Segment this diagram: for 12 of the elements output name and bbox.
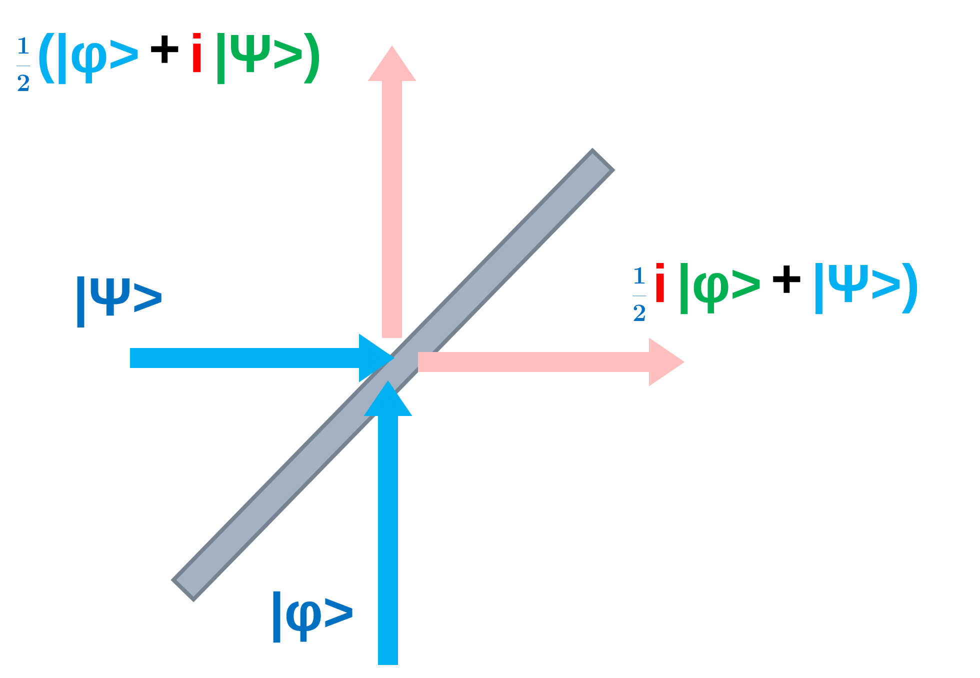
state-label: |Ψ>	[77, 276, 162, 328]
state-label: |φ>	[273, 591, 352, 643]
formula-part: +	[773, 266, 800, 293]
formula-part: |Ψ>)	[816, 263, 918, 314]
formula-part: (|φ>	[39, 33, 138, 84]
fraction: $\frac{\mathbf{1}}{\mathbf{2}}$	[632, 267, 646, 321]
formula-part: i	[193, 33, 201, 72]
formula-part: +	[151, 36, 178, 63]
fraction: $\frac{\mathbf{1}}{\mathbf{2}}$	[16, 37, 30, 91]
formula-part: |Ψ>)	[218, 33, 320, 84]
formula-part: |φ>	[680, 263, 760, 314]
formula-part: i	[656, 263, 664, 302]
